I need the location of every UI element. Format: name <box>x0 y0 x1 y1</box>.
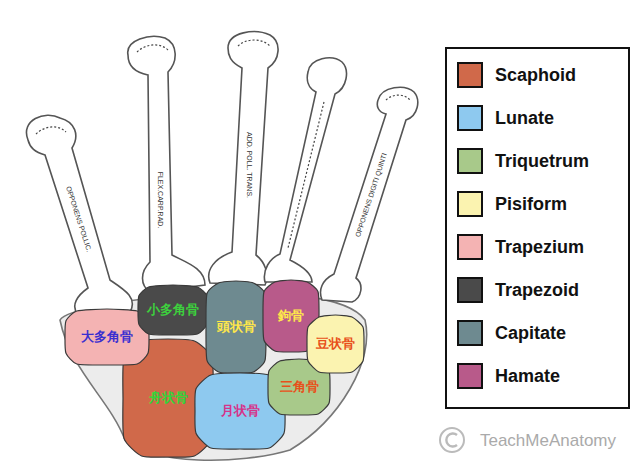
bone-outlines <box>26 32 417 461</box>
attachment-line <box>386 95 410 100</box>
legend-row: Scaphoid <box>457 60 576 90</box>
copyright-logo <box>440 428 464 452</box>
legend-text: Trapezoid <box>495 280 579 301</box>
metacarpal-bone <box>128 36 205 292</box>
legend-swatch <box>457 148 483 174</box>
legend-text: Trapezium <box>495 237 584 258</box>
legend-row: Triquetrum <box>457 146 589 176</box>
legend-text: Hamate <box>495 366 560 387</box>
attachment-line <box>288 102 324 248</box>
bone-label: 頭状骨 <box>217 319 256 335</box>
metacarpal-bone <box>264 58 346 282</box>
watermark: TeachMeAnatomy <box>480 432 616 449</box>
legend-row: Lunate <box>457 103 554 133</box>
bone-label: 豆状骨 <box>316 336 355 352</box>
carpal-bone: 小多角骨 <box>139 286 207 334</box>
legend-row: Capitate <box>457 318 566 348</box>
attachment-line <box>36 127 66 134</box>
logo-c <box>446 434 457 447</box>
legend-row: Trapezium <box>457 232 584 262</box>
legend-row: Trapezoid <box>457 275 579 305</box>
carpal-bone: 大多角骨 <box>66 310 148 364</box>
metacarpal-bone <box>321 87 418 302</box>
metacarpal-bone <box>26 115 132 321</box>
muscle-label: ADD. POLL. TRANS. <box>246 132 253 198</box>
legend-row: Pisiform <box>457 189 567 219</box>
legend-text: Scaphoid <box>495 65 576 86</box>
legend-text: Pisiform <box>495 194 567 215</box>
legend-text: Lunate <box>495 108 554 129</box>
bone-label: 三角骨 <box>280 379 319 395</box>
legend-swatch <box>457 234 483 260</box>
bone-label: 舟状骨 <box>149 390 188 406</box>
bone-label: 月状骨 <box>221 403 260 419</box>
bone-label: 小多角骨 <box>147 302 199 318</box>
attachment-line <box>137 45 168 52</box>
bone-fill <box>306 315 363 373</box>
legend-swatch <box>457 105 483 131</box>
legend-text: Capitate <box>495 323 566 344</box>
legend-swatch <box>457 277 483 303</box>
legend-box: ScaphoidLunateTriquetrumPisiformTrapeziu… <box>445 47 630 409</box>
bone-fill <box>206 281 266 373</box>
bone-fill <box>65 309 149 365</box>
legend-row: Hamate <box>457 361 560 391</box>
logo-ring <box>440 428 464 452</box>
legend-swatch <box>457 363 483 389</box>
bone-label: 鉤骨 <box>278 308 304 324</box>
metacarpal-bone <box>209 32 278 285</box>
muscle-attachment <box>36 40 410 248</box>
bone-label: 大多角骨 <box>81 329 133 345</box>
legend-text: Triquetrum <box>495 151 589 172</box>
carpal-bone: 頭状骨 <box>207 282 265 372</box>
bone-fill <box>138 285 208 335</box>
legend-swatch <box>457 191 483 217</box>
legend-swatch <box>457 62 483 88</box>
carpal-bone: 豆状骨 <box>308 316 363 372</box>
attachment-line <box>238 40 270 46</box>
legend-swatch <box>457 320 483 346</box>
muscle-label: FLEX.CARP.RAD. <box>157 172 164 229</box>
